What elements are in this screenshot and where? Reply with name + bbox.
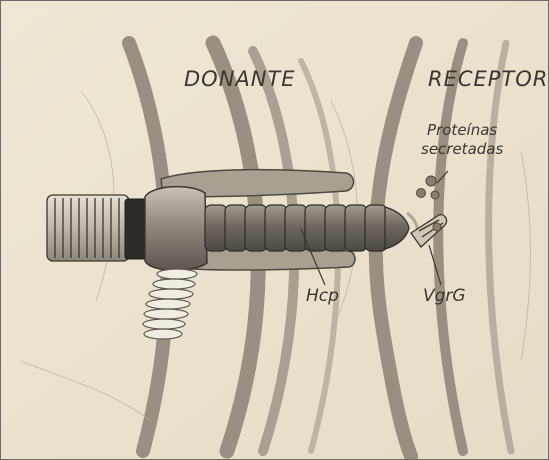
hcp-label: Hcp [306,286,339,306]
secreted-proteins-label: Proteínas secretadas [421,121,503,159]
sheath-coil [47,195,129,261]
recipient-label: RECEPTOR [428,67,548,91]
secreted-proteins-label-line1: Proteínas [421,121,503,140]
connector-ring [125,199,147,259]
baseplate [145,187,207,271]
secreted-proteins-label-line2: secretadas [421,140,503,159]
vgrg-label: VgrG [423,286,466,306]
donor-label: DONANTE [184,67,296,91]
